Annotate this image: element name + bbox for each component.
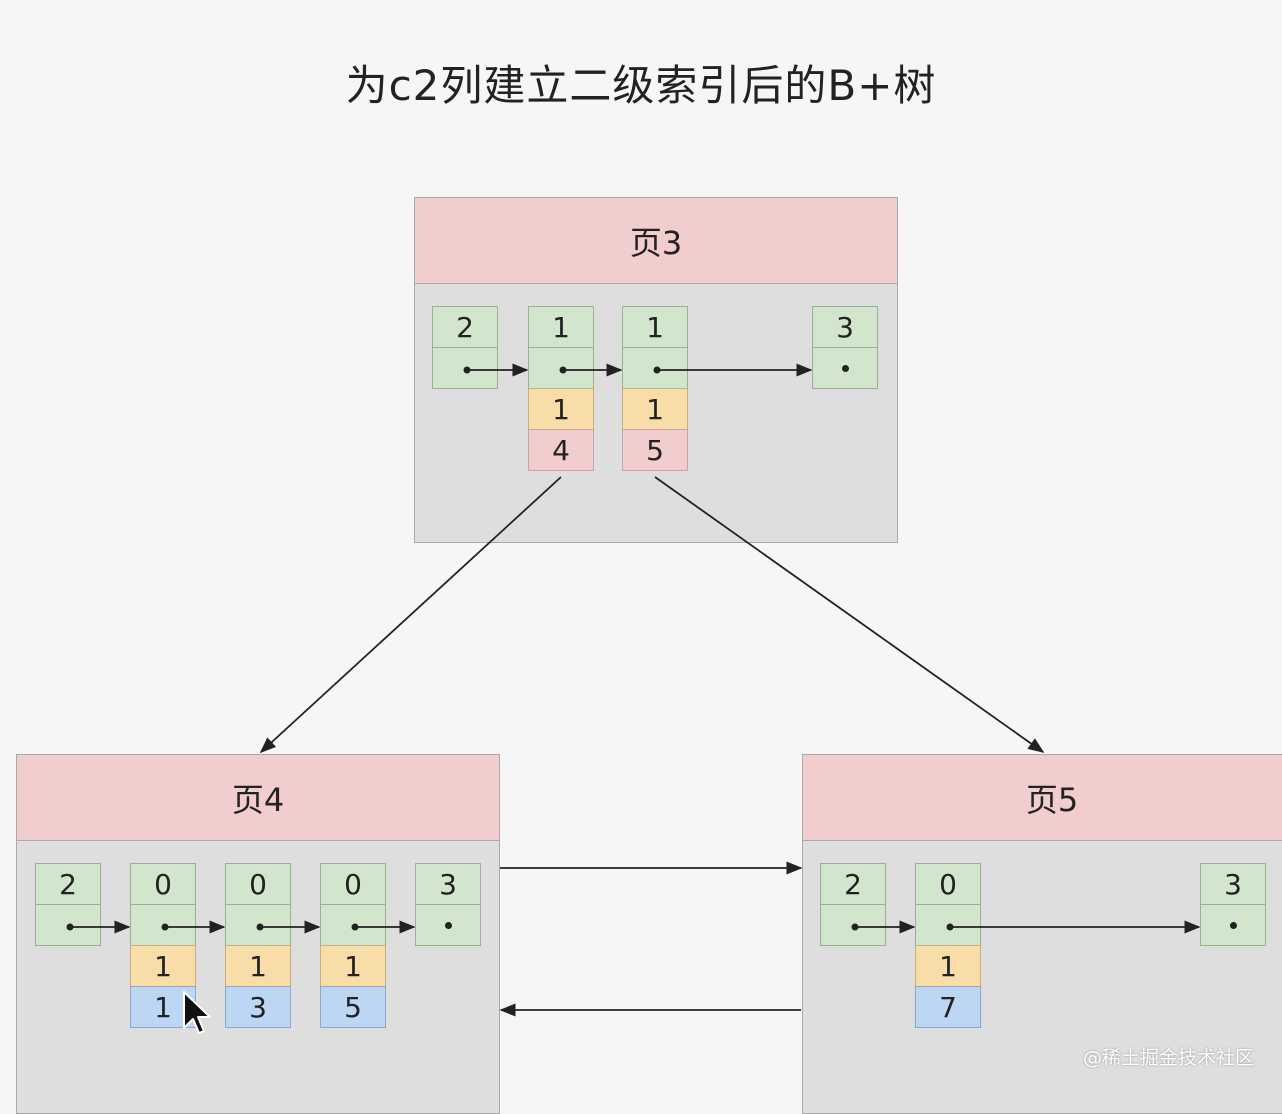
record-c2-value: 0 [130,863,196,905]
next-record-pointer [528,347,594,389]
record-c2-value: 1 [622,306,688,348]
pointer-cell [415,904,481,946]
record-value: 2 [35,863,101,905]
record-c2-value: 0 [320,863,386,905]
record-page-number: 4 [528,429,594,471]
record-value: 3 [1200,863,1266,905]
record-page-number: 5 [622,429,688,471]
next-record-pointer [622,347,688,389]
page-4-record: 0 1 5 [320,863,386,1028]
page-5-infimum-record: 2 [820,863,886,946]
page-4-supremum-record: 3 [415,863,481,946]
record-primary-key: 5 [320,986,386,1028]
record-c2-value: 0 [225,863,291,905]
pointer-dot-icon [1229,921,1237,929]
mouse-cursor-icon [183,991,211,1034]
diagram-title: 为c2列建立二级索引后的B+树 [345,61,937,110]
page-4-header: 页4 [17,755,499,841]
page-5-supremum-record: 3 [1200,863,1266,946]
page-4-infimum-record: 2 [35,863,101,946]
next-record-pointer [130,904,196,946]
page-4-record: 0 1 3 [225,863,291,1028]
page-3-infimum-record: 2 [432,306,498,389]
pointer-cell [1200,904,1266,946]
pointer-dot-icon [841,364,849,372]
record-primary-key: 3 [225,986,291,1028]
page-3-record: 1 1 5 [622,306,688,471]
next-record-pointer [915,904,981,946]
record-c1-value: 1 [915,945,981,987]
next-record-pointer [432,347,498,389]
watermark: @稀土掘金技术社区 [1082,1047,1254,1069]
record-c1-value: 1 [225,945,291,987]
page-3-supremum-record: 3 [812,306,878,389]
next-record-pointer [320,904,386,946]
record-c2-value: 0 [915,863,981,905]
page-5-header: 页5 [803,755,1282,841]
record-c1-value: 1 [622,388,688,430]
pointer-dot-icon [444,921,452,929]
page-3-record: 1 1 4 [528,306,594,471]
record-c1-value: 1 [528,388,594,430]
next-record-pointer [35,904,101,946]
pointer-cell [812,347,878,389]
record-value: 3 [415,863,481,905]
next-record-pointer [225,904,291,946]
page-5-record: 0 1 7 [915,863,981,1028]
record-c1-value: 1 [130,945,196,987]
page-3-header: 页3 [415,198,897,284]
record-primary-key: 7 [915,986,981,1028]
record-c2-value: 1 [528,306,594,348]
next-record-pointer [820,904,886,946]
record-value: 2 [820,863,886,905]
record-value: 3 [812,306,878,348]
record-value: 2 [432,306,498,348]
record-c1-value: 1 [320,945,386,987]
